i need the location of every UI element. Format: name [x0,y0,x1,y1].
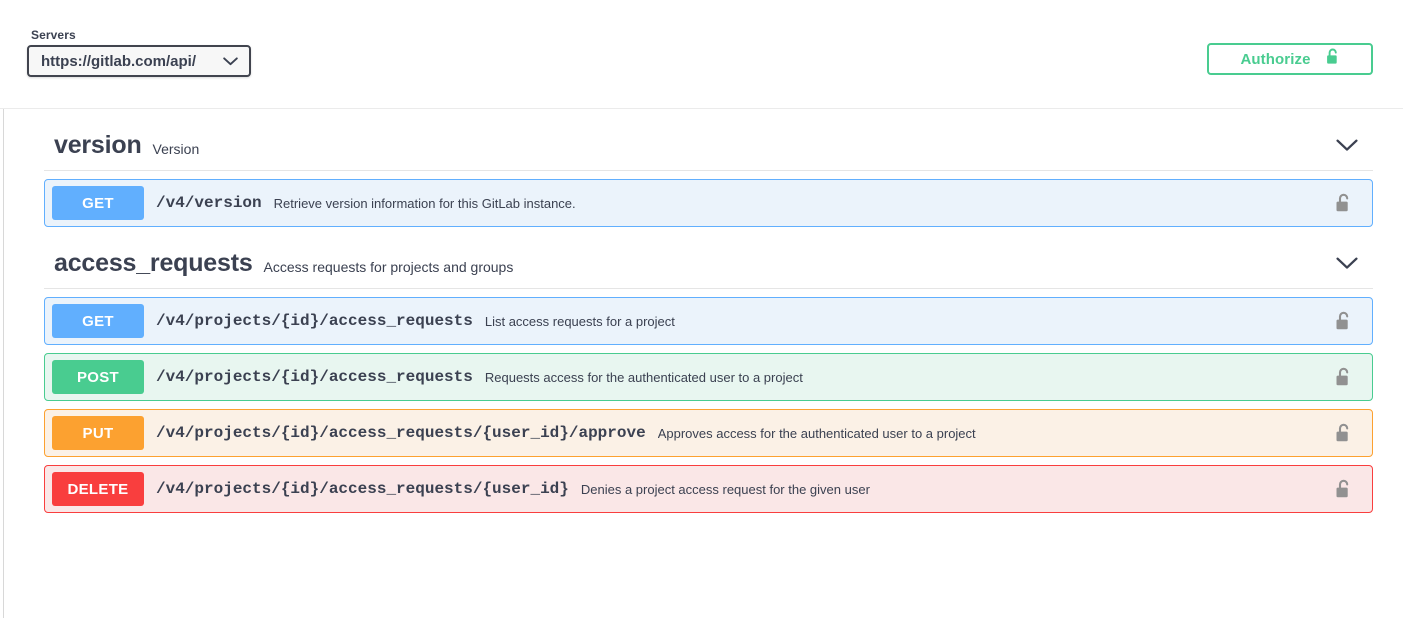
scheme-container: Servers https://gitlab.com/api/ Authoriz… [0,0,1403,109]
chevron-down-icon[interactable] [1335,134,1359,158]
operation-summary: Requests access for the authenticated us… [484,369,803,385]
operation-method-badge: POST [52,360,144,394]
operation-row[interactable]: GET /v4/version Retrieve version informa… [44,179,1373,227]
operation-path: /v4/version [156,194,262,212]
tag-description: Access requests for projects and groups [263,258,514,275]
operation-path: /v4/projects/{id}/access_requests [156,368,473,386]
server-select[interactable]: https://gitlab.com/api/ [27,45,251,77]
tag-divider [44,288,1373,289]
unlocked-padlock-icon[interactable] [1330,367,1358,387]
tag-title: version [54,131,142,159]
unlocked-padlock-icon[interactable] [1330,193,1358,213]
unlocked-padlock-icon[interactable] [1330,479,1358,499]
operation-row[interactable]: POST /v4/projects/{id}/access_requests R… [44,353,1373,401]
tag-section-version: version Version GET /v4/version Retrieve… [44,109,1373,227]
authorize-button[interactable]: Authorize [1207,43,1373,75]
authorize-button-label: Authorize [1240,50,1311,68]
operation-row[interactable]: GET /v4/projects/{id}/access_requests Li… [44,297,1373,345]
operation-method-badge: PUT [52,416,144,450]
tag-divider [44,170,1373,171]
tag-title: access_requests [54,249,253,277]
operations-container: version Version GET /v4/version Retrieve… [0,109,1403,513]
tag-header-access-requests[interactable]: access_requests Access requests for proj… [54,227,1373,288]
operation-row[interactable]: PUT /v4/projects/{id}/access_requests/{u… [44,409,1373,457]
unlocked-padlock-icon[interactable] [1330,423,1358,443]
operation-method-badge: GET [52,304,144,338]
operation-summary: Approves access for the authenticated us… [657,425,976,441]
operation-row[interactable]: DELETE /v4/projects/{id}/access_requests… [44,465,1373,513]
operation-path: /v4/projects/{id}/access_requests/{user_… [156,480,569,498]
unlocked-padlock-icon [1326,48,1340,70]
operation-path: /v4/projects/{id}/access_requests [156,312,473,330]
tag-section-access-requests: access_requests Access requests for proj… [44,227,1373,513]
authorize-wrap: Authorize [1207,43,1373,75]
chevron-down-icon[interactable] [1335,252,1359,276]
tag-header-version[interactable]: version Version [54,109,1373,170]
page-left-gutter-rule [3,0,4,618]
chevron-down-icon [223,56,238,66]
operation-summary: Denies a project access request for the … [580,481,870,497]
servers-block: Servers https://gitlab.com/api/ [27,28,251,77]
operation-method-badge: GET [52,186,144,220]
tag-description: Version [152,140,200,157]
servers-label: Servers [31,28,76,42]
unlocked-padlock-icon[interactable] [1330,311,1358,331]
operation-summary: List access requests for a project [484,313,675,329]
operation-summary: Retrieve version information for this Gi… [273,195,576,211]
operation-method-badge: DELETE [52,472,144,506]
server-select-value: https://gitlab.com/api/ [41,52,197,70]
operation-path: /v4/projects/{id}/access_requests/{user_… [156,424,646,442]
